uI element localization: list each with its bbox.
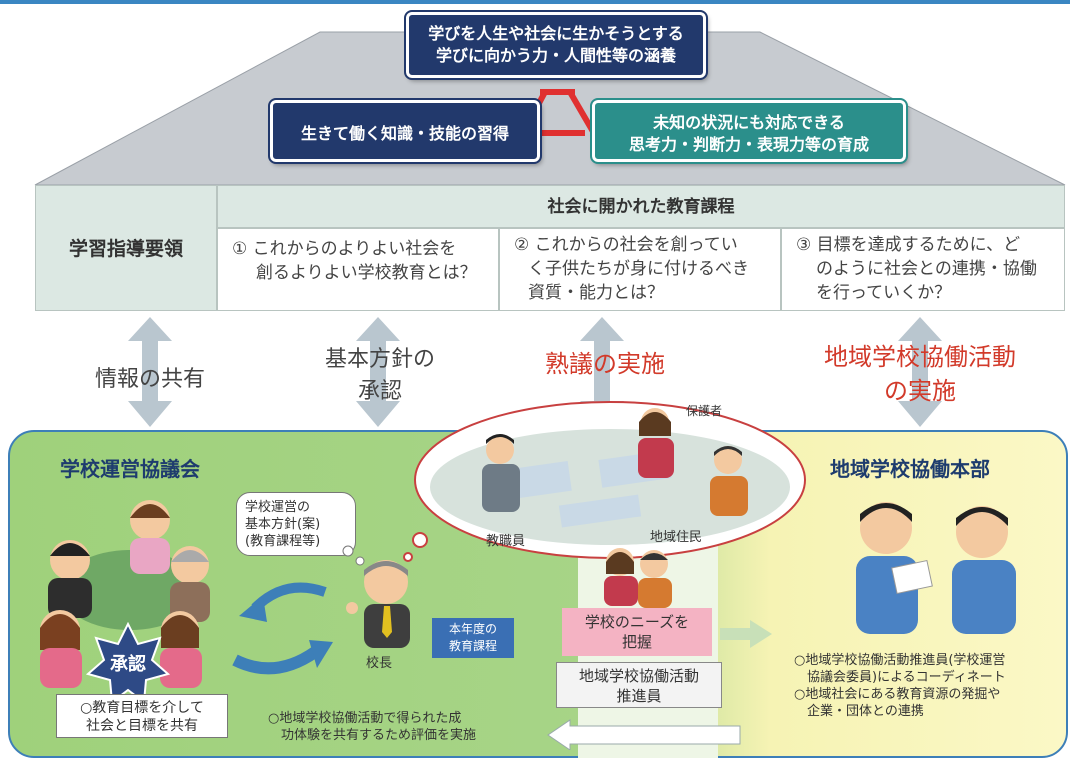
hq-note-line-3: ○地域社会にある教育資源の発掘や <box>794 687 1001 702</box>
hq-note: ○地域学校協働活動推進員(学校運営 協議会委員)によるコーディネート ○地域社会… <box>794 652 1066 720</box>
council-meeting-illustration <box>40 500 210 688</box>
arrow-2 <box>356 317 400 427</box>
evaluation-line-1: ○地域学校協働活動で得られた成 <box>268 711 462 726</box>
curriculum-guideline-label: 学習指導要領 <box>68 238 183 260</box>
goal-line-2: 学びに向かう力・人間性等の涵養 <box>435 46 676 65</box>
collab-line-2: の実施 <box>884 377 956 405</box>
speech-line-3: (教育課程等) <box>245 534 321 549</box>
knowledge-text: 生きて働く知識・技能の習得 <box>300 124 509 143</box>
question-2-line-1: ② これからの社会を創ってい <box>514 235 738 255</box>
teacher-figure <box>482 434 520 512</box>
info-share-label: 情報の共有 <box>94 367 205 392</box>
speech-dots <box>342 545 365 566</box>
top-border <box>0 0 1070 4</box>
question-3-cell: ③ 目標を達成するために、ど のように社会との連携・協働 を行っていくか？ <box>781 228 1065 311</box>
council-note: ○教育目標を介して 社会と目標を共有 <box>56 694 228 738</box>
cloud-people <box>482 408 748 516</box>
resident-figure <box>710 446 748 516</box>
council-note-line-2: 社会と目標を共有 <box>86 718 198 734</box>
evaluation-line-2: 功体験を共有するため評価を実施 <box>281 728 477 743</box>
speech-line-2: 基本方針(案) <box>245 517 321 532</box>
policy-speech-bubble: 学校運営の 基本方針(案) (教育課程等) <box>236 492 356 556</box>
arrow-3 <box>580 317 624 427</box>
approval-badge <box>86 622 170 704</box>
thinking-line-1: 未知の状況にも対応できる <box>653 113 845 132</box>
guardian-figure <box>638 408 674 478</box>
hq-note-line-4: 企業・団体との連携 <box>807 704 924 719</box>
arrow-1 <box>128 317 172 427</box>
speech-line-1: 学校運営の <box>245 500 311 515</box>
knowledge-box: 生きて働く知識・技能の習得 <box>268 98 542 164</box>
council-note-line-1: ○教育目標を介して <box>80 700 204 716</box>
principal-illustration <box>346 560 410 648</box>
school-needs-box: 学校のニーズを 把握 <box>562 608 712 656</box>
deliberation-label: 熟議の実施 <box>545 350 665 378</box>
council-title: 学校運営協議会 <box>60 457 200 481</box>
question-3-line-3: を行っていくか？ <box>816 283 952 303</box>
resident-label: 地域住民 <box>650 530 703 545</box>
curriculum-line-2: 教育課程 <box>448 639 497 653</box>
arrow-4 <box>898 317 942 427</box>
principal-label: 校長 <box>366 656 393 671</box>
connector-arrows <box>128 317 942 427</box>
thinking-line-2: 思考力・判断力・表現力等の育成 <box>628 135 869 154</box>
thinking-box: 未知の状況にも対応できる 思考力・判断力・表現力等の育成 <box>590 98 908 164</box>
promoter-box: 地域学校協働活動 推進員 <box>556 662 722 708</box>
guardian-label: 保護者 <box>686 404 723 418</box>
question-3-line-2: のように社会との連携・協働 <box>816 259 1037 279</box>
teacher-label: 教職員 <box>486 534 526 549</box>
approval-label: 承認 <box>110 654 146 675</box>
curriculum-line-1: 本年度の <box>448 622 497 636</box>
hq-note-line-1: ○地域学校協働活動推進員(学校運営 <box>794 653 1006 668</box>
question-2-line-3: 資質・能力とは？ <box>528 283 664 303</box>
policy-line-2: 承認 <box>357 379 402 404</box>
open-curriculum-band: 社会に開かれた教育課程 <box>217 185 1065 228</box>
question-3-line-1: ③ 目標を達成するために、ど <box>796 235 1021 255</box>
question-2-cell: ② これからの社会を創ってい く子供たちが身に付けるべき 資質・能力とは？ <box>499 228 781 311</box>
hq-people <box>856 502 1016 634</box>
question-2-line-2: く子供たちが身に付けるべき <box>528 259 749 279</box>
promoter-line-1: 地域学校協働活動 <box>578 667 699 685</box>
collab-activity-label: 地域学校協働活動 の実施 <box>790 340 1050 408</box>
needs-line-2: 把握 <box>621 633 652 651</box>
annual-curriculum-box: 本年度の 教育課程 <box>432 618 514 658</box>
hq-title: 地域学校協働本部 <box>830 457 990 481</box>
question-1-cell: ① これからのよりよい社会を 創るよりよい学校教育とは？ <box>217 228 499 311</box>
hq-note-line-2: 協議会委員)によるコーディネート <box>807 670 1006 685</box>
promoter-line-2: 推進員 <box>616 687 662 705</box>
policy-line-1: 基本方針の <box>324 347 435 372</box>
goal-line-1: 学びを人生や社会に生かそうとする <box>428 24 684 43</box>
cycle-arrows <box>232 582 333 675</box>
question-1-line-2: 創るよりよい学校教育とは？ <box>256 263 477 283</box>
evaluation-note: ○地域学校協働活動で得られた成 功体験を共有するため評価を実施 <box>268 710 558 744</box>
goal-box: 学びを人生や社会に生かそうとする 学びに向かう力・人間性等の涵養 <box>404 10 708 80</box>
open-curriculum-title: 社会に開かれた教育課程 <box>547 197 735 217</box>
policy-approval-label: 基本方針の 承認 <box>300 344 460 408</box>
question-1-line-1: ① これからのよりよい社会を <box>232 239 457 259</box>
center-people <box>604 548 672 608</box>
needs-line-1: 学校のニーズを <box>584 613 690 631</box>
flow-arrows <box>547 620 772 750</box>
curriculum-guideline-cell: 学習指導要領 <box>35 185 217 311</box>
collab-line-1: 地域学校協働活動 <box>824 343 1016 371</box>
